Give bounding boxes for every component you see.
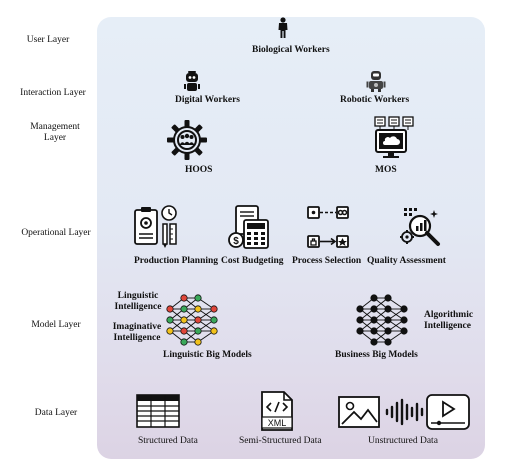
robotic-workers-label: Robotic Workers	[340, 95, 410, 105]
process-selection-label: Process Selection	[292, 256, 362, 266]
network-node	[194, 327, 202, 335]
hoos-label: HOOS	[185, 165, 213, 175]
network-node	[194, 305, 202, 313]
network-node	[400, 316, 408, 324]
cost-budgeting-label: Cost Budgeting	[221, 256, 284, 266]
cost-budgeting-icon: $	[226, 204, 272, 250]
algorithmic-intelligence-label: Algorithmic Intelligence	[424, 310, 474, 331]
layer-label-data: Data Layer	[34, 408, 78, 418]
person-icon	[276, 17, 290, 39]
network-node	[180, 316, 188, 324]
network-node	[166, 316, 174, 324]
image-icon	[338, 396, 380, 428]
network-node	[370, 305, 378, 313]
network-node	[370, 327, 378, 335]
layer-label-management: Management Layer	[30, 122, 80, 143]
network-node	[384, 305, 392, 313]
layer-label-interaction: Interaction Layer	[20, 88, 86, 98]
layer-label-user: User Layer	[26, 35, 70, 45]
xml-badge-text: XML	[268, 418, 287, 428]
network-node	[370, 338, 378, 346]
network-node	[370, 294, 378, 302]
network-node	[194, 338, 202, 346]
business-network-icon	[355, 290, 411, 348]
layer-label-operational: Operational Layer	[21, 228, 91, 238]
linguistic-big-models-label: Linguistic Big Models	[163, 350, 252, 360]
semi-structured-data-label: Semi-Structured Data	[239, 436, 322, 446]
quality-assessment-label: Quality Assessment	[367, 256, 446, 266]
network-node	[194, 294, 202, 302]
network-node	[370, 316, 378, 324]
network-node	[166, 327, 174, 335]
architecture-panel	[97, 17, 485, 459]
network-node	[400, 327, 408, 335]
process-flow-icon	[305, 204, 351, 250]
biological-workers-label: Biological Workers	[252, 45, 330, 55]
gear-people-icon	[165, 118, 209, 162]
network-node	[210, 316, 218, 324]
layer-label-model: Model Layer	[31, 320, 81, 330]
network-node	[384, 327, 392, 335]
network-node	[180, 338, 188, 346]
linguistic-intelligence-label: Linguistic Intelligence	[114, 291, 162, 312]
network-node	[180, 327, 188, 335]
linguistic-network-icon	[165, 290, 221, 348]
network-node	[210, 327, 218, 335]
digital-worker-icon	[183, 70, 201, 92]
sound-wave-icon	[384, 398, 424, 426]
monitor-cloud-icon	[372, 115, 418, 161]
network-node	[356, 327, 364, 335]
structured-data-label: Structured Data	[138, 436, 198, 446]
xml-file-icon: XML	[260, 390, 294, 432]
network-node	[384, 338, 392, 346]
network-node	[384, 294, 392, 302]
network-node	[356, 305, 364, 313]
network-node	[180, 294, 188, 302]
digital-workers-label: Digital Workers	[175, 95, 241, 105]
production-planning-icon	[132, 204, 180, 250]
network-node	[384, 316, 392, 324]
svg-text:$: $	[233, 236, 239, 247]
imaginative-intelligence-label: Imaginative Intelligence	[112, 322, 162, 343]
mos-label: MOS	[375, 165, 397, 175]
network-node	[210, 305, 218, 313]
network-node	[166, 305, 174, 313]
production-planning-label: Production Planning	[134, 256, 219, 266]
robot-icon	[366, 70, 386, 92]
network-node	[194, 316, 202, 324]
network-node	[356, 316, 364, 324]
quality-assessment-icon	[398, 204, 444, 250]
network-node	[400, 305, 408, 313]
unstructured-data-label: Unstructured Data	[368, 436, 438, 446]
video-player-icon	[426, 394, 470, 430]
table-icon	[136, 394, 180, 428]
network-node	[180, 305, 188, 313]
business-big-models-label: Business Big Models	[335, 350, 418, 360]
